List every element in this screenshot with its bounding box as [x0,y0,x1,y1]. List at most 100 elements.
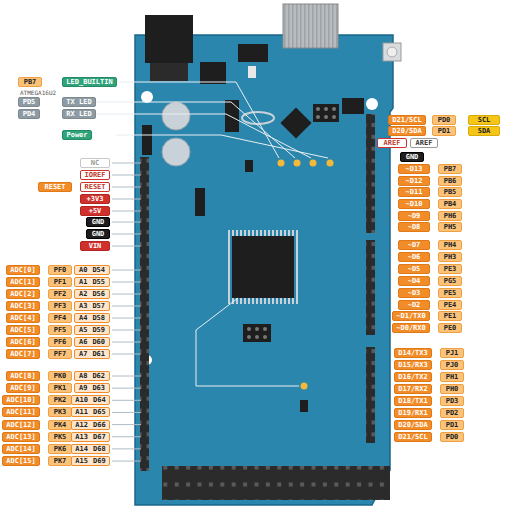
port-tag: PB6 [438,176,462,186]
digital-pin-tag: ~D9 [398,211,430,221]
pin-wire [112,436,141,437]
pin-label: ADC[1] [10,278,35,286]
port-tag: PH3 [438,252,462,262]
pin-label: PK7 [54,457,67,465]
power-tag: +3V3 [80,194,110,204]
pin-wire [112,342,141,343]
pin-label: ADC[6] [10,338,35,346]
regulator [200,62,226,84]
pin-wire [112,199,141,200]
power-pin-tag: IOREF [80,170,110,180]
pin-label: A10 [75,396,88,404]
icsp-header [313,104,339,122]
pin-wire [112,354,141,355]
led [301,383,308,390]
pin-label: PB6 [444,177,457,185]
pin-label: GND [92,218,105,226]
pin-label: D21/SCL [398,433,428,441]
port-tag: PK3 [48,407,72,417]
reset-button-cap [387,47,397,57]
power-tag: VIN [80,241,110,251]
right-header [366,114,375,233]
power-pin-tag: AREF [377,138,407,148]
pin-label: D67 [93,433,106,441]
leader-lines [90,82,328,386]
function-tag: LED_BUILTIN [62,77,117,87]
pin-label: A5 [79,326,87,334]
pin-label: ADC[2] [10,290,35,298]
digital-pin-tag: D18/TX1 [394,396,432,406]
i2c-tag: SDA [468,126,500,136]
pin-label: ADC[7] [10,350,35,358]
pin-label: PE4 [444,301,457,309]
port-tag: PG5 [438,276,462,286]
pin-label: A13 [75,433,88,441]
port-tag: PF0 [48,265,72,275]
digital-pin-tag: ~D1/TX0 [392,311,430,321]
pin-label: PH3 [444,253,457,261]
bottom-header [162,466,390,500]
pin-label: D20/SDA [392,127,422,135]
pin-label: PD0 [446,433,459,441]
port-tag: PB4 [438,199,462,209]
pin-label: ~D10 [406,200,423,208]
pin-wire [112,424,141,425]
port-tag: PJ0 [440,360,464,370]
pin-label: SCL [478,116,491,124]
digital-pin-tag: ~D8 [398,222,430,232]
adc-tag: RESET [38,182,72,192]
led [294,160,301,167]
adc-tag: ADC[2] [6,289,40,299]
port-tag: PK4 [48,420,72,430]
port-tag: PD0 [432,115,456,125]
pin-label: ~D12 [406,177,423,185]
pin-label: ADC[13] [6,433,36,441]
led [310,160,317,167]
pin-label: PH1 [446,373,459,381]
pin-wire [112,234,141,235]
pin-label: PF4 [54,314,67,322]
adc-tag: ADC[10] [2,395,40,405]
right-header [366,347,375,443]
digital-pin-tag: ~D11 [398,187,430,197]
pin-label: PH6 [444,212,457,220]
pin-label: ADC[8] [10,372,35,380]
pin-label: D63 [92,384,105,392]
dc-jack-base [150,63,188,81]
pin-label: A7 [79,350,87,358]
digital-pin-tag: D16/TX2 [394,372,432,382]
analog-pin-tag: A1D55 [74,277,110,287]
analog-pin-tag: A3D57 [74,301,110,311]
pin-label: ~D8 [408,223,421,231]
pin-label: ADC[3] [10,302,35,310]
pin-wire [112,270,141,271]
pin-label: ADC[9] [10,384,35,392]
pin-label: TX LED [66,98,91,106]
led-tag: RX LED [62,109,96,119]
pin-wire [112,211,141,212]
port-tag: PD3 [440,396,464,406]
digital-pin-tag: ~D12 [398,176,430,186]
pin-label: ADC[15] [6,457,36,465]
adc-tag: ADC[9] [6,383,40,393]
pin-label: SDA [478,127,491,135]
pin-label: D18/TX1 [398,397,428,405]
pin-label: PK4 [54,421,67,429]
led [278,160,285,167]
port-tag: PB7 [438,164,462,174]
pin-label: +5V [89,207,102,215]
pin-label: A11 [75,408,88,416]
adc-tag: ADC[15] [2,456,40,466]
pin-label: VIN [89,242,102,250]
crystal [242,112,274,124]
pin-label: D59 [92,326,105,334]
pin-label: ADC[14] [6,445,36,453]
adc-tag: ADC[14] [2,444,40,454]
pin-label: ADC[11] [6,408,36,416]
pin-label: PF6 [54,338,67,346]
pin-label: PF7 [54,350,67,358]
pin-label: A3 [79,302,87,310]
port-tag: PF1 [48,277,72,287]
pin-label: ADC[5] [10,326,35,334]
pin-label: A15 [75,457,88,465]
